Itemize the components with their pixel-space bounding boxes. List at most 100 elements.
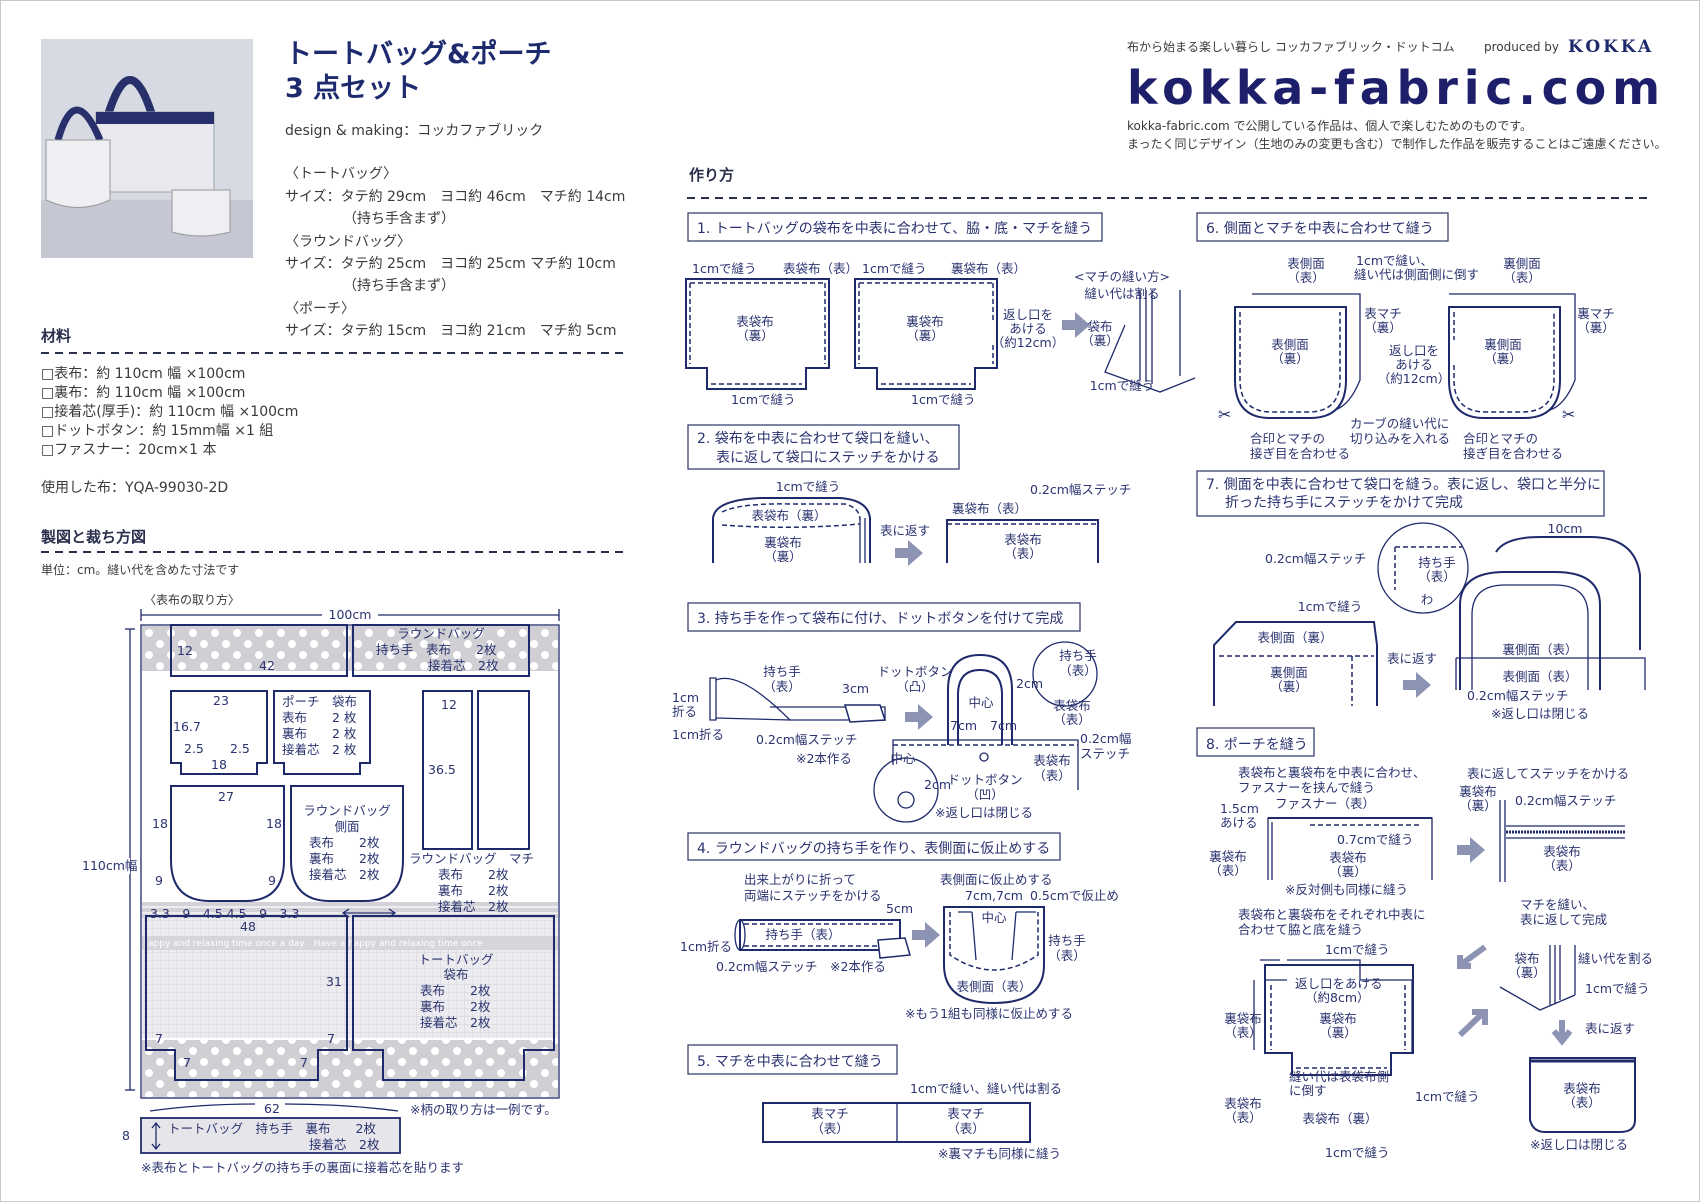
step-title: 8. ポーチを縫う [1206,737,1308,753]
piece-round-handle [352,624,530,677]
credit: design & making：コッカファブリック [285,122,543,139]
annotation: 0.2cm幅 [1080,731,1131,746]
arrow-right-icon [1403,672,1431,698]
dim-label: 23 [213,693,229,708]
cutting-heading: 製図と裁ち方図 [40,528,146,546]
dim-label: 18 [152,816,168,831]
arrow-down-icon [1551,1020,1573,1046]
cutting-labels: 12 42 ラウンドバッグ 持ち手 表布 2枚 接着芯 2枚 23 16.7 2… [150,626,534,1070]
annotation: （表） [1048,948,1086,963]
annotation: （裏） [1364,320,1402,335]
annotation: 折る [672,704,697,719]
annotation: 7cm [950,718,977,733]
pattern-note: ※柄の取り方は一例です。 [410,1102,557,1117]
annotation: 1.5cm [1220,801,1259,816]
scissors-icon: ✂ [1218,405,1231,424]
annotation: カーブの縫い代に [1350,416,1449,431]
brand-logo: KOKKA [1568,37,1654,57]
material-item: □ドットボタン：約 15mm幅 ×1 組 [41,423,273,439]
annotation: 1cmで縫う [1325,1145,1390,1160]
annotation: 裏側面 [1270,665,1308,680]
annotation: 持ち手（表） [765,927,840,942]
dim-label: 7 [327,1031,335,1046]
material-item: □裏布：約 110cm 幅 ×100cm [41,384,245,401]
dim-label: 31 [326,974,342,989]
annotation: に倒す [1289,1083,1327,1098]
annotation: （約8cm） [1305,990,1370,1005]
annotation: 1cmで縫う [1325,942,1390,957]
annotation: （裏） [1319,1025,1357,1040]
annotation: 表側面（表） [1502,669,1577,684]
annotation: 0.7cmで縫う [1337,832,1413,847]
size-line: 〈ポーチ〉 [285,301,355,317]
annotation: 切り込みを入れる [1350,431,1450,446]
dim-label: 9 [155,873,163,888]
piece-label: トートバッグ [418,952,493,967]
annotation: 表袋布 [1004,532,1042,547]
annotation: （裏） [1508,965,1546,980]
piece-label: ポーチ 袋布 [282,694,357,709]
material-item: □ファスナー：20cm×1 本 [41,442,216,458]
notice-line: まったく同じデザイン（生地のみの変更も含む）で制作した作品を販売することはご遠慮… [1127,136,1667,151]
size-line: （持ち手含まず） [343,211,455,227]
annotation: 返し口を [1003,307,1053,322]
annotation: （裏） [1270,679,1308,694]
annotation: （凹） [966,787,1004,802]
grain-arrow-icon [341,908,397,918]
arrow-right-icon [1457,837,1485,863]
annotation: あける [1009,321,1047,336]
piece-label: 裏布 2枚 [420,999,491,1014]
piece-label: 側面 [334,819,359,834]
page-title-line2: 3 点セット [285,73,421,104]
annotation: （表） [1543,858,1581,873]
dim-label: 36.5 [428,762,456,777]
dim-label: 9 [268,873,276,888]
piece-pouch [170,690,268,775]
product-photo [41,39,253,258]
piece-label: ラウンドバッグ マチ [409,851,534,866]
piece-round-side [170,785,285,902]
annotation: （表） [1503,270,1541,285]
annotation: （裏） [736,328,774,343]
dim-label: 16.7 [173,719,201,734]
annotation: 合わせて脇と底を縫う [1238,922,1363,937]
annotation: 表マチ [947,1106,985,1121]
annotation: 表袋布 [1053,698,1091,713]
step-title: 4. ラウンドバッグの持ち手を作り、表側面に仮止めする [697,841,1050,857]
annotation: 持ち手 [763,664,801,679]
piece-label: トートバッグ 持ち手 裏布 2枚 [168,1121,376,1136]
annotation: 合印とマチの [1250,431,1325,446]
dim-label: 2.5 [230,741,250,756]
annotation: （裏） [1271,351,1309,366]
dim-label: 18 [211,757,227,772]
annotation: 表袋布と裏袋布をそれぞれ中表に [1238,907,1426,922]
dim-label: 7 [155,1031,163,1046]
annotation: 1cmで縫い、縫い代は割る [910,1081,1062,1096]
annotation: 3cm [842,681,869,696]
step-title: 5. マチを中表に合わせて縫う [697,1054,883,1070]
size-list: 〈トートバッグ〉 サイズ：タテ約 29cm ヨコ約 46cm マチ約 14cm … [285,166,625,339]
annotation: ファスナーを挟んで縫う [1238,780,1375,795]
annotation: （表） [1563,1095,1601,1110]
annotation: （表） [1209,863,1247,878]
howto-heading: 作り方 [689,166,734,184]
annotation: （表） [1418,569,1456,584]
annotation: 裏マチ [1577,306,1615,321]
piece-label: 接着芯 2枚 [309,1137,380,1152]
annotation: ※裏マチも同様に縫う [938,1146,1061,1161]
materials-heading: 材料 [41,327,71,345]
piece-label: 接着芯 2枚 [428,658,499,673]
tagline: 布から始まる楽しい暮らし コッカファブリック・ドットコム [1127,39,1455,54]
page-title-line1: トートバッグ&ポーチ [285,38,552,70]
annotation: 1cmで縫う [862,261,927,276]
annotation: （表） [1059,663,1097,678]
annotation: （裏） [1459,798,1497,813]
dim-label: 27 [218,789,234,804]
size-line: サイズ：タテ約 25cm ヨコ約 25cm マチ約 10cm [285,256,616,272]
dim-label: 42 [259,658,275,673]
step-5: 5. マチを中表に合わせて縫う 1cmで縫い、縫い代は割る 表マチ （表） 表マ… [687,1044,1062,1161]
annotation: 接ぎ目を合わせる [1250,446,1350,461]
piece-tote-body-label [352,915,555,1081]
piece-label: 表布 2枚 [309,835,380,850]
